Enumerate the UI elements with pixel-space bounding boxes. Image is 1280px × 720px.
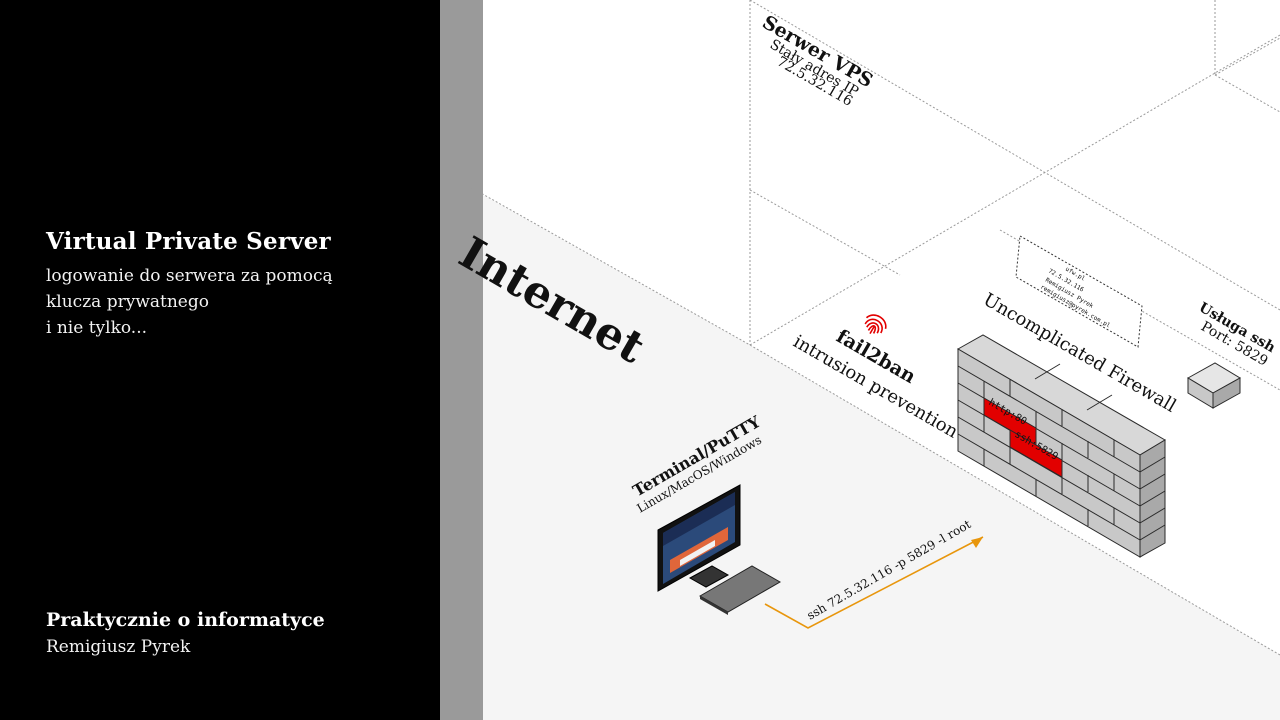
sidebar-panel: Virtual Private Server logowanie do serw… [0,0,440,720]
ssh-connection-arrow [764,536,984,629]
rule-brick-ssh [1009,429,1063,478]
floor-plane [483,195,1280,720]
ssh-service-box [1187,362,1241,409]
computer-monitor [657,484,741,592]
network-diagram: Internet Serwer VPS Stały adres IP 72.5.… [440,0,1280,720]
channel-name: Praktycznie o informatyce [46,609,325,631]
subtitle-line-2: klucza prywatnego [46,292,209,312]
author-name: Remigiusz Pyrek [46,637,191,657]
divider-stripe [440,0,483,720]
fingerprint-icon [864,314,887,335]
ufw-info-card: ufw.pl 72.5.32.116 Remigiusz Pyrek remig… [1015,235,1143,348]
subtitle-line-3: i nie tylko... [46,318,148,338]
subtitle-line-1: logowanie do serwera za pomocą [46,266,333,286]
video-title: Virtual Private Server [46,228,331,255]
keyboard [698,565,782,615]
firewall-wall [956,334,1166,558]
arrow-head-icon [971,537,983,548]
